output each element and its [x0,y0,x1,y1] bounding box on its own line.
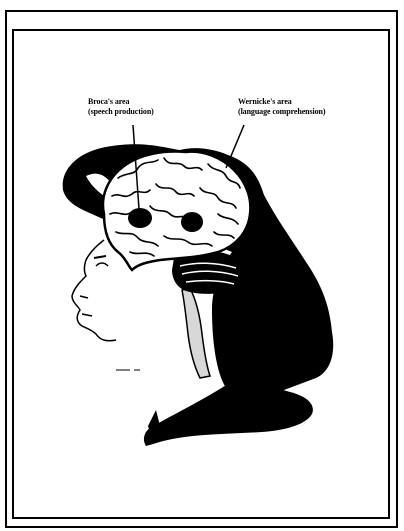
brocas-area-title: Broca's area [88,97,154,107]
mouth [82,314,92,316]
wernickes-area-marker [181,212,203,232]
brocas-area-marker [128,208,152,228]
nostril [80,296,88,298]
brocas-area-subtitle: (speech production) [88,107,154,117]
face-profile [72,240,116,341]
brain-outline [103,152,250,270]
spinal-cord [182,288,210,378]
brocas-area-label: Broca's area (speech production) [88,97,154,117]
wernickes-area-title: Wernicke's area [238,97,325,107]
eye [96,263,108,266]
wernickes-area-subtitle: (language comprehension) [238,107,325,117]
eyebrow [94,256,106,258]
wernickes-area-label: Wernicke's area (language comprehension) [238,97,325,117]
shoulder [144,383,313,446]
